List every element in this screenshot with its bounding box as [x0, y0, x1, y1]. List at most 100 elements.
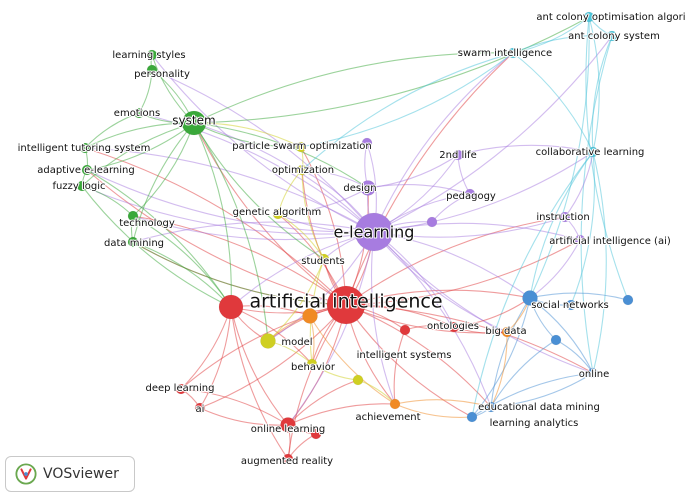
node-ant-sys[interactable] — [606, 30, 618, 42]
node-yellow-dot[interactable] — [352, 374, 364, 386]
edge-ant_sys-online — [580, 35, 613, 374]
vosviewer-badge: VOSviewer — [5, 456, 135, 492]
node-emotions[interactable] — [133, 107, 145, 119]
node-red2[interactable] — [218, 294, 244, 320]
node-orange1[interactable] — [302, 308, 318, 324]
edge-ai-augmented — [287, 304, 347, 460]
node-ontologies[interactable] — [448, 321, 460, 333]
label-social: social networks — [531, 300, 609, 311]
node-blue-c[interactable] — [550, 334, 562, 346]
edge-students-optimization — [301, 169, 325, 260]
edge-aiai-social — [529, 239, 581, 299]
node-optimization[interactable] — [296, 164, 308, 176]
node-int-systems[interactable] — [399, 324, 411, 336]
node-data-mining[interactable] — [127, 236, 139, 248]
node-its[interactable] — [79, 142, 91, 154]
node-learning-styles[interactable] — [146, 49, 158, 61]
edge-el-ant_sys — [373, 35, 613, 233]
edge-int_systems-achievement — [393, 329, 406, 405]
node-purple-a[interactable] — [426, 216, 438, 228]
node-fuzzy[interactable] — [76, 180, 88, 192]
edge-system-model — [193, 122, 269, 342]
node-achievement[interactable] — [389, 398, 401, 410]
node-technology[interactable] — [127, 210, 139, 222]
edge-online_learning-deep_learning — [180, 388, 289, 426]
edge-red2-augmented — [230, 306, 289, 460]
node-adaptive[interactable] — [81, 164, 93, 176]
edge-ai-swarm — [345, 52, 514, 306]
edge-el-swarm — [373, 52, 514, 233]
edge-orange1-achievement — [309, 315, 396, 405]
node-la[interactable] — [466, 411, 478, 423]
edge-el-data_mining — [132, 221, 375, 243]
edge-system-data_mining — [132, 122, 195, 243]
node-augmented[interactable] — [282, 453, 294, 465]
edge-red2-online_learning — [230, 306, 289, 426]
edge-el-system — [193, 122, 375, 233]
label-ai-short: ai — [196, 404, 205, 415]
edge-social-blue_b — [529, 292, 629, 301]
node-edm[interactable] — [485, 401, 497, 413]
node-blue-a[interactable] — [565, 299, 577, 311]
node-genetic[interactable] — [272, 208, 284, 220]
node-swarm[interactable] — [507, 47, 519, 59]
node-collab[interactable] — [587, 146, 599, 158]
edge-ant_algo-swarm — [512, 16, 590, 54]
edge-students-genetic — [277, 213, 325, 260]
edge-system-red2 — [193, 122, 232, 308]
edge-el-adaptive — [86, 169, 375, 233]
label-int-systems: intelligent systems — [357, 350, 452, 361]
label-online: online — [579, 369, 610, 380]
node-ai-short[interactable] — [194, 402, 206, 414]
label-second-life: 2nd life — [439, 150, 476, 161]
label-ant-sys: ant colony system — [568, 31, 660, 42]
node-purple-b[interactable] — [361, 137, 373, 149]
node-behavior[interactable] — [306, 358, 318, 370]
node-social[interactable] — [522, 290, 538, 306]
node-second-life[interactable] — [452, 149, 464, 161]
label-emotions: emotions — [114, 108, 160, 119]
node-big-data[interactable] — [501, 326, 513, 338]
edge-ai-aiai — [345, 239, 581, 306]
edge-achievement-edm — [394, 399, 492, 408]
label-model: model — [281, 337, 312, 348]
edge-system-fuzzy — [81, 122, 195, 187]
node-students[interactable] — [318, 253, 330, 265]
edge-online_learning-yellow_dot — [287, 379, 359, 426]
node-instruction[interactable] — [559, 211, 571, 223]
node-blue-b[interactable] — [622, 294, 634, 306]
label-behavior: behavior — [291, 362, 336, 373]
edge-ai-technology — [132, 215, 347, 306]
edge-swarm-pso — [300, 52, 514, 148]
edge-el-social — [373, 231, 531, 299]
node-pedagogy[interactable] — [464, 188, 476, 200]
node-online[interactable] — [587, 367, 599, 379]
edge-ai-system — [193, 122, 347, 306]
edge-el-online_learning — [287, 231, 375, 426]
edge-system-swarm — [193, 52, 514, 124]
node-el[interactable] — [354, 212, 394, 252]
node-deep-learning[interactable] — [175, 383, 187, 395]
node-ant-algo[interactable] — [583, 11, 595, 23]
edge-collab-la — [471, 151, 594, 418]
edge-ant_sys-swarm — [512, 35, 613, 54]
label-ontologies: ontologies — [427, 321, 479, 332]
edge-swarm-collab — [512, 52, 594, 153]
label-aiai: artificial intelligence (ai) — [549, 236, 671, 247]
label-design: design — [343, 183, 376, 194]
node-ai[interactable] — [326, 285, 366, 325]
node-online-learning[interactable] — [280, 417, 296, 433]
node-pso[interactable] — [295, 141, 307, 153]
node-design[interactable] — [360, 180, 376, 196]
label-achievement: achievement — [355, 412, 420, 423]
node-system[interactable] — [181, 110, 207, 136]
label-its: intelligent tutoring system — [18, 143, 151, 154]
node-red-dot[interactable] — [310, 428, 322, 440]
edge-design-genetic — [277, 187, 369, 215]
node-personality[interactable] — [146, 64, 158, 76]
edge-emotions-its — [84, 112, 140, 149]
edge-data_mining-ai — [132, 241, 347, 306]
label-genetic: genetic algorithm — [233, 207, 322, 218]
node-model[interactable] — [260, 333, 276, 349]
node-aiai[interactable] — [574, 234, 586, 246]
